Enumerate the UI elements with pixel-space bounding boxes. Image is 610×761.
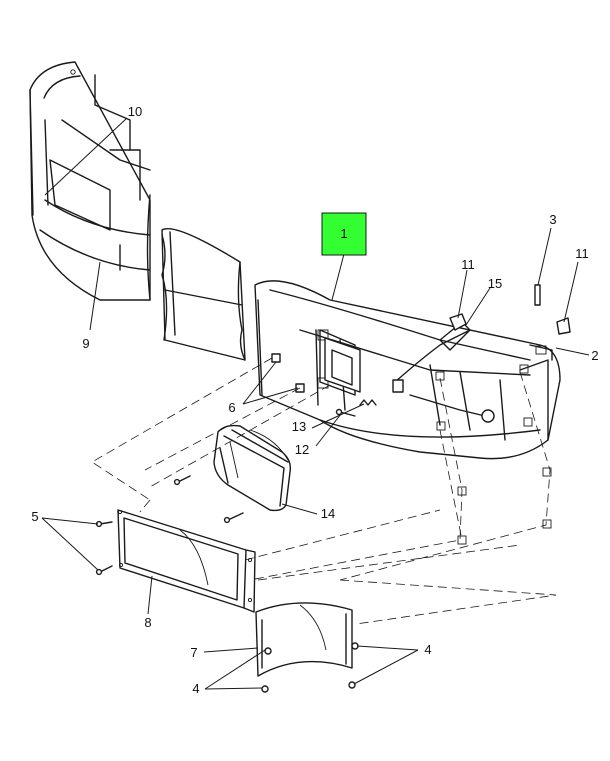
bumper-center-section xyxy=(161,228,246,361)
bumper-end-cap-part xyxy=(29,61,151,301)
callout-7[interactable]: 7 xyxy=(190,645,197,660)
leader-lines xyxy=(41,117,590,690)
callout-12[interactable]: 12 xyxy=(295,442,309,457)
clip-part xyxy=(449,313,571,335)
callout-4-left[interactable]: 4 xyxy=(192,681,199,696)
callout-9[interactable]: 9 xyxy=(82,336,89,351)
rod-part xyxy=(534,284,541,306)
mounting-screw xyxy=(173,475,244,524)
phantom-lines xyxy=(91,357,557,625)
callout-14[interactable]: 14 xyxy=(321,506,335,521)
spring-part xyxy=(359,399,377,406)
mounting-bracket xyxy=(324,337,361,393)
headlamp-bezel-part xyxy=(117,509,256,613)
callout-5[interactable]: 5 xyxy=(31,509,38,524)
callout-3[interactable]: 3 xyxy=(549,212,556,227)
bezel-screw-part xyxy=(95,520,113,576)
callout-10[interactable]: 10 xyxy=(128,104,142,119)
callout-11-left[interactable]: 11 xyxy=(461,257,475,272)
adjuster-screw-part xyxy=(335,408,356,417)
callout-1[interactable]: 1 xyxy=(340,226,347,241)
highlighted-part-box[interactable] xyxy=(321,212,367,256)
callout-2[interactable]: 2 xyxy=(591,348,598,363)
callout-6[interactable]: 6 xyxy=(228,400,235,415)
callout-8[interactable]: 8 xyxy=(144,615,151,630)
screw-part xyxy=(261,642,359,693)
callout-15[interactable]: 15 xyxy=(488,276,502,291)
callout-11-right[interactable]: 11 xyxy=(575,246,589,261)
headlamp-part xyxy=(213,424,292,512)
callout-13[interactable]: 13 xyxy=(292,419,306,434)
lower-cover-part xyxy=(255,602,353,677)
callout-4-right[interactable]: 4 xyxy=(424,642,431,657)
